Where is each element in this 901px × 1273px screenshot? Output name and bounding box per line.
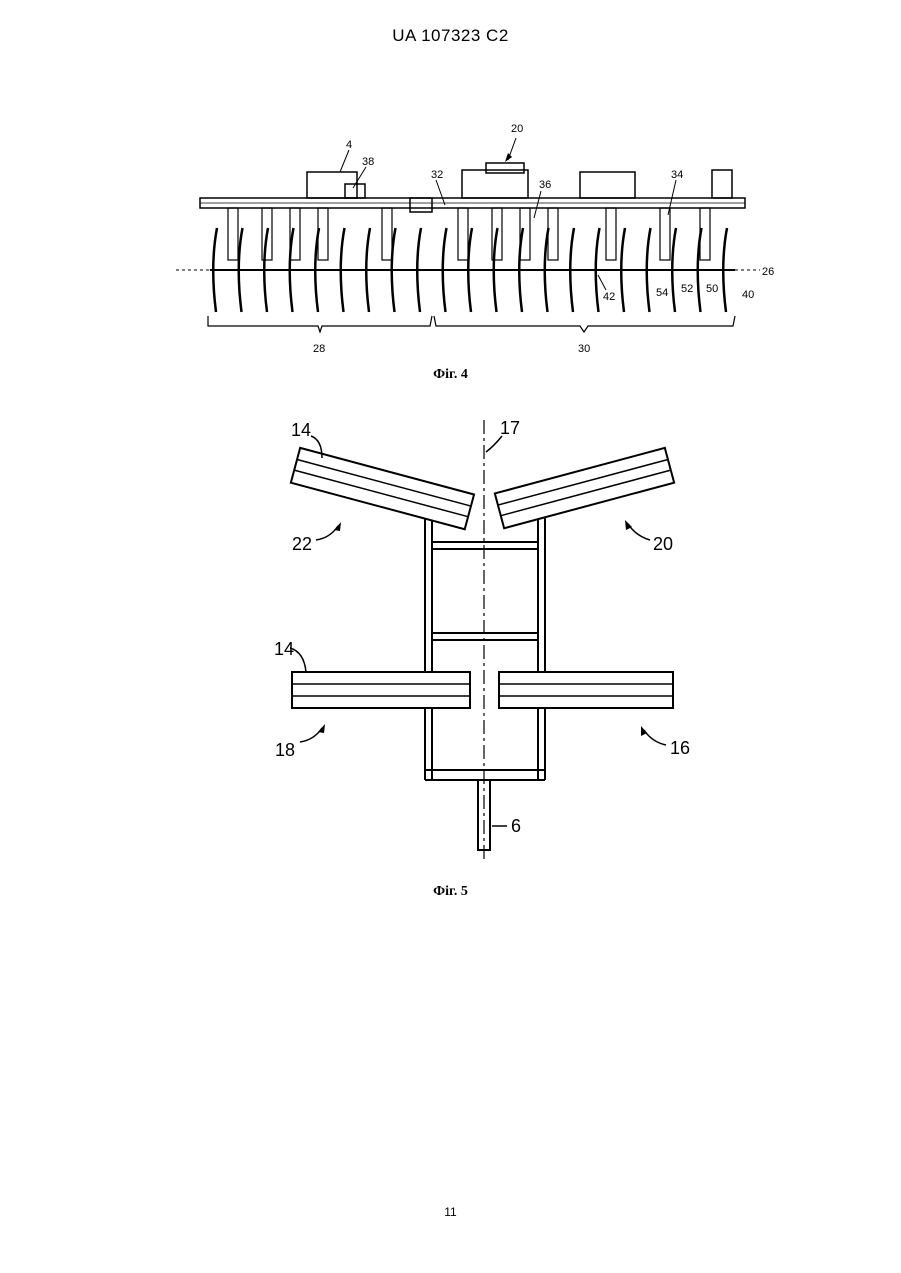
page-number: 11 xyxy=(0,1205,901,1219)
label-17: 17 xyxy=(500,418,520,438)
disc-gang-22 xyxy=(291,448,474,529)
figure-5-caption: Фіг. 5 xyxy=(0,884,901,900)
disc-gang-18 xyxy=(292,672,470,708)
label-14-upper: 14 xyxy=(291,420,311,440)
disc-gang-20 xyxy=(495,448,674,528)
label-20: 20 xyxy=(653,534,673,554)
label-22: 22 xyxy=(292,534,312,554)
label-14-lower: 14 xyxy=(274,639,294,659)
label-18: 18 xyxy=(275,740,295,760)
disc-gang-16 xyxy=(499,672,673,708)
label-16: 16 xyxy=(670,738,690,758)
label-6: 6 xyxy=(511,816,521,836)
figure-5-drawing: 14 17 22 20 14 18 16 6 xyxy=(0,0,901,900)
